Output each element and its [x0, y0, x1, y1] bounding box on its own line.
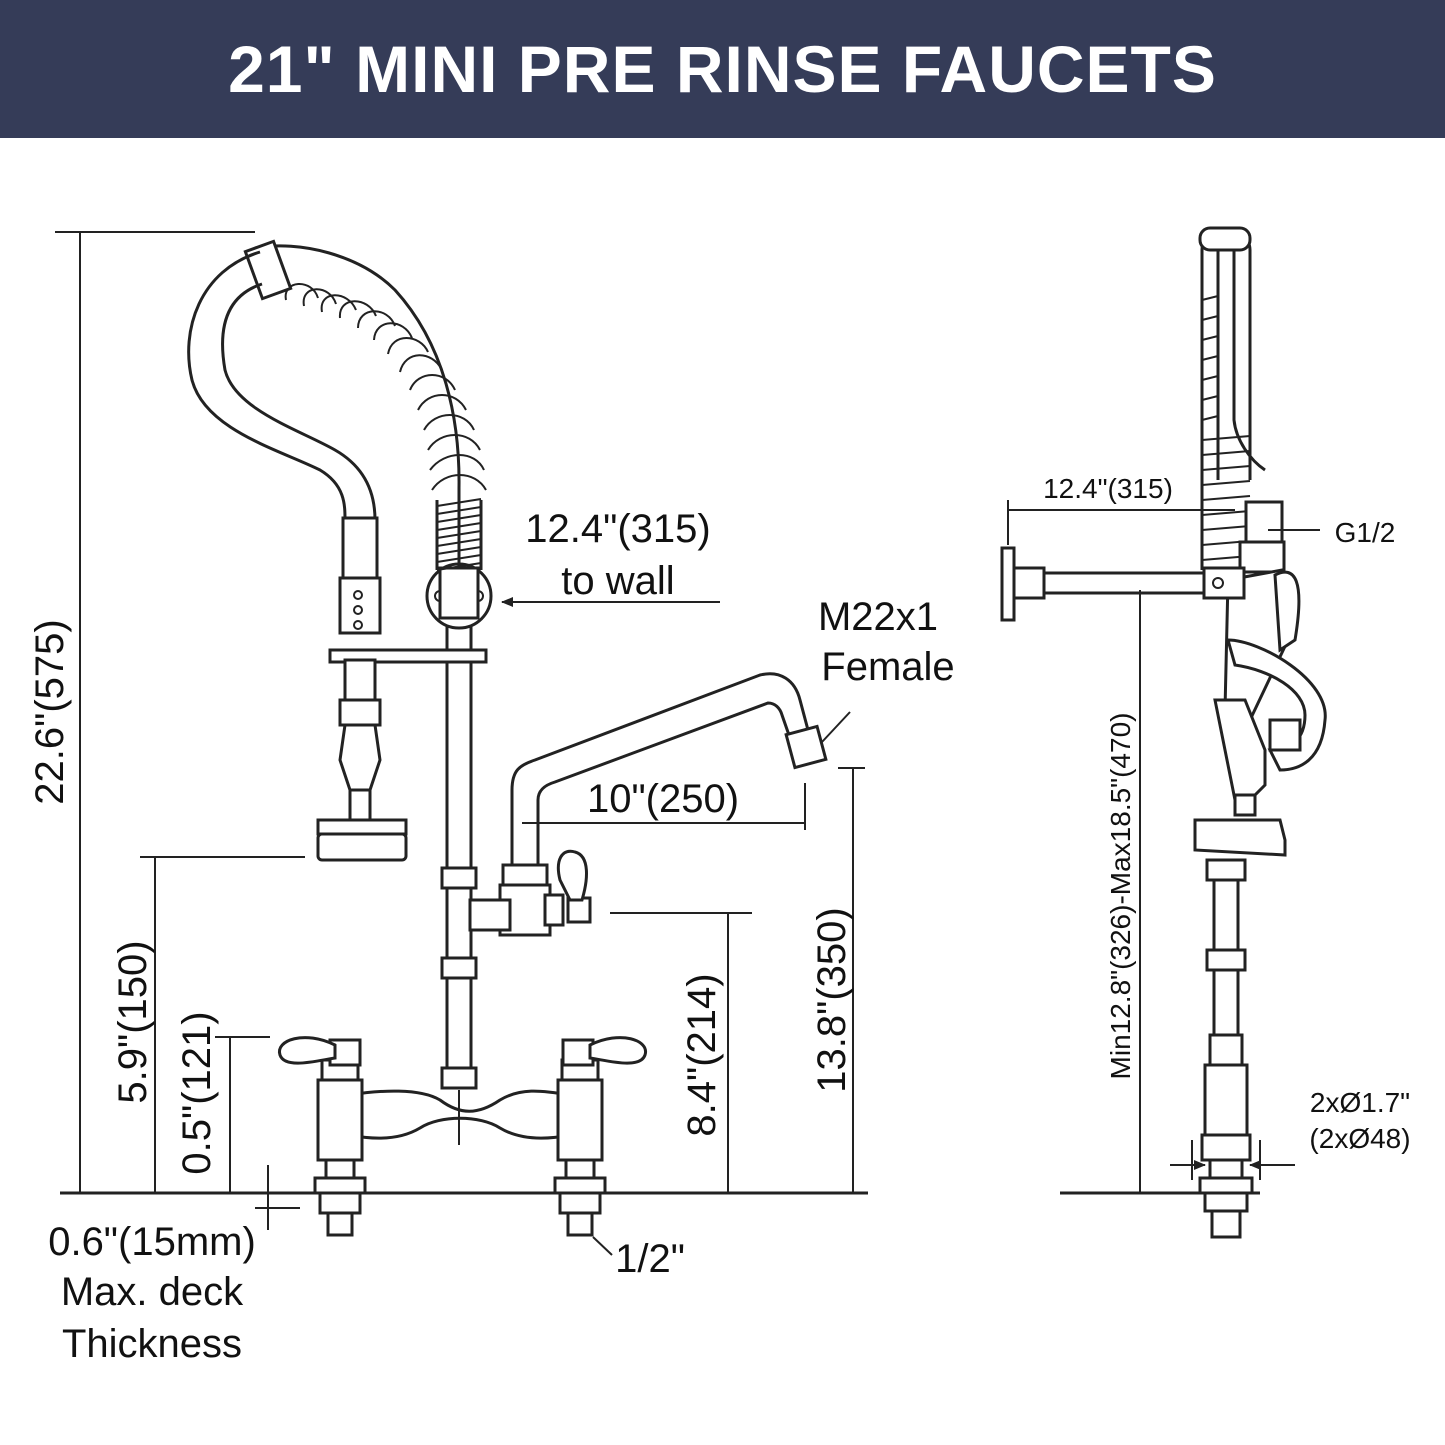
- deck-thickness-label-line2: Max. deck: [61, 1270, 244, 1314]
- deck-thickness-value-label: 0.6"(15mm): [48, 1220, 256, 1264]
- dim-spout-reach-label: 10"(250): [587, 777, 739, 821]
- side-dim-height-range-label: Min12.8"(326)-Max18.5"(470): [1105, 713, 1136, 1080]
- dim-inlet-height-label: 8.4"(214): [680, 973, 724, 1136]
- side-dim-to-wall-label: 12.4"(315): [1043, 473, 1173, 504]
- swing-spout: [468, 672, 828, 937]
- deck-thickness-label-line3: Thickness: [62, 1322, 242, 1366]
- faucet-body: [278, 1036, 647, 1237]
- spring-coil: [243, 239, 487, 571]
- dim-to-wall-label: 12.4"(315): [525, 507, 710, 551]
- hole-diameter-mm-label: (2xØ48): [1309, 1123, 1410, 1154]
- dim-spout-height-label: 13.8"(350): [810, 907, 854, 1092]
- side-view-faucet: [1000, 226, 1327, 1239]
- dim-handle-height-label: 0.5"(121): [175, 1011, 219, 1174]
- to-wall-label: to wall: [561, 559, 674, 603]
- outlet-type-label: Female: [821, 645, 954, 689]
- outlet-thread-label: M22x1: [818, 595, 938, 639]
- hole-diameter-inch-label: 2xØ1.7": [1310, 1087, 1410, 1118]
- thread-size-label: 1/2": [615, 1237, 685, 1281]
- dim-spray-height-label: 5.9"(150): [111, 940, 155, 1103]
- front-view-faucet: [55, 231, 868, 1256]
- connection-size-label: G1/2: [1335, 517, 1396, 548]
- dim-total-height-label: 22.6"(575): [28, 619, 72, 804]
- page-title: 21" MINI PRE RINSE FAUCETS: [0, 0, 1445, 138]
